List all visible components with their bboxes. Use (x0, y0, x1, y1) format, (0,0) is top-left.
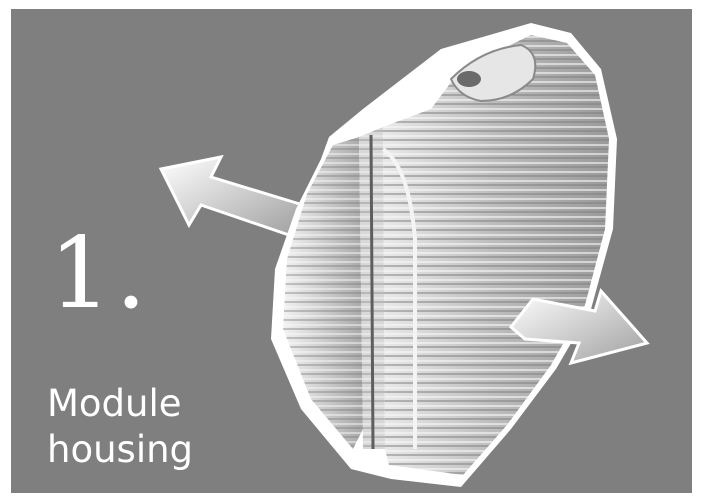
illustration-panel: 1. Module housing (11, 9, 692, 493)
step-number: 1. (49, 225, 151, 323)
arrow-left-icon (161, 157, 303, 235)
caption-line-1: Module (47, 381, 193, 427)
housing-channel (359, 127, 385, 449)
caption-line-2: housing (47, 427, 193, 473)
caption: Module housing (47, 381, 193, 473)
housing-left-cap (283, 137, 363, 449)
